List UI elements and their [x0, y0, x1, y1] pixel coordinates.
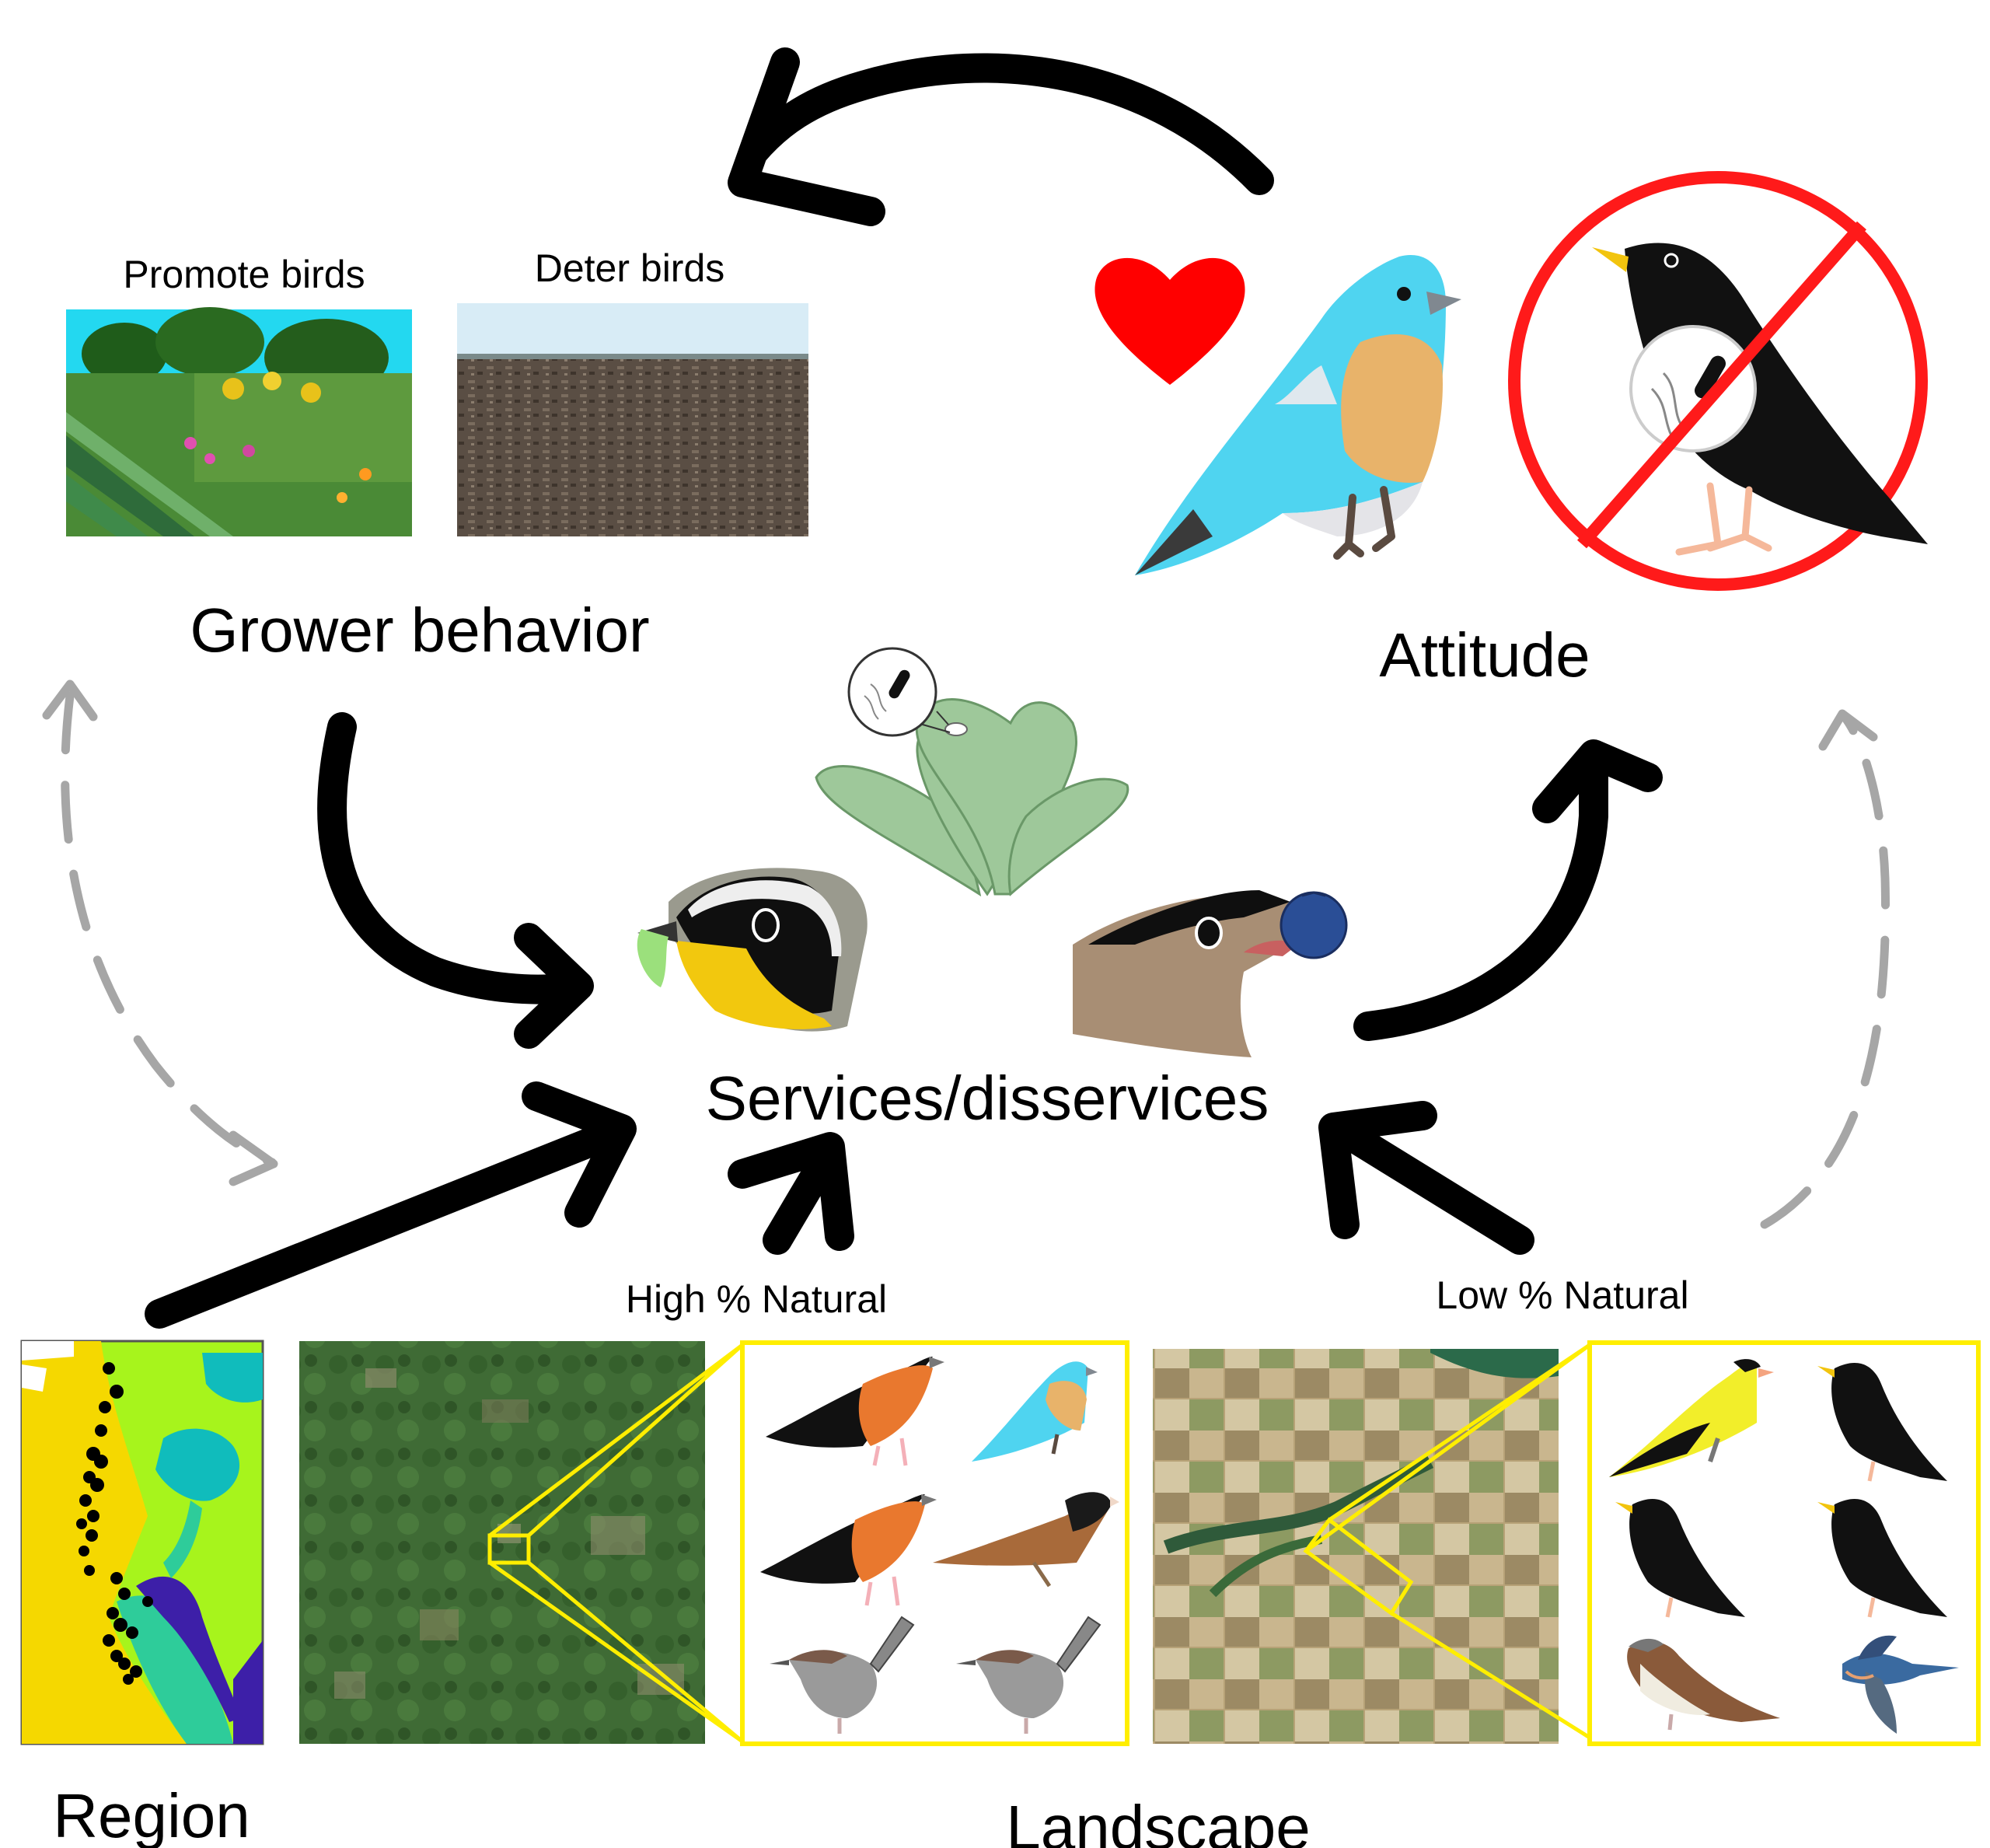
arrow-region-to-services	[145, 1081, 637, 1329]
barn-swallow-icon	[1842, 1635, 1959, 1734]
wren-icon-2	[956, 1616, 1101, 1734]
warbler-head-icon	[637, 868, 868, 1032]
services-disservices-label: Services/disservices	[706, 1064, 1269, 1133]
deter-birds-label: Deter birds	[535, 246, 725, 290]
arrow-services-to-attitude	[1353, 739, 1663, 1041]
house-sparrow-icon	[1627, 1638, 1780, 1731]
arrow-high-natural-to-services	[728, 1132, 854, 1255]
starling-icon-3	[1817, 1498, 1947, 1618]
region-label: Region	[53, 1781, 250, 1848]
lazuli-bunting-icon	[972, 1361, 1098, 1462]
arrow-low-natural-to-services	[1318, 1101, 1534, 1255]
junco-icon	[933, 1492, 1119, 1588]
region-map-icon	[20, 1340, 264, 1745]
arrow-grower-to-services	[317, 712, 594, 1049]
deter-birds-photo	[457, 303, 808, 536]
landscape-label: Landscape	[1006, 1793, 1310, 1848]
low-natural-label: Low % Natural	[1436, 1273, 1688, 1317]
towhee-icon	[766, 1357, 944, 1466]
high-natural-label: High % Natural	[626, 1277, 887, 1321]
starling-icon-2	[1615, 1498, 1745, 1618]
promote-birds-photo	[66, 307, 412, 536]
waxwing-head-icon	[1073, 890, 1348, 1057]
starling-prohibited-icon	[1508, 171, 1928, 591]
arrow-attitude-to-grower	[728, 47, 1274, 226]
dashed-arrow-left	[42, 679, 278, 1186]
attitude-label: Attitude	[1379, 620, 1590, 690]
bluebird-icon	[1135, 255, 1461, 575]
crop-plant-icon	[815, 647, 1129, 897]
dashed-arrow-right	[1760, 709, 1890, 1229]
high-natural-satellite-image	[299, 1341, 705, 1744]
promote-birds-label: Promote birds	[123, 253, 365, 296]
starling-icon	[1817, 1362, 1947, 1482]
wren-icon	[770, 1616, 915, 1734]
towhee-icon-2	[760, 1494, 937, 1606]
goldfinch-icon	[1609, 1359, 1774, 1477]
grower-behavior-label: Grower behavior	[190, 596, 649, 665]
heart-icon	[1094, 257, 1245, 385]
